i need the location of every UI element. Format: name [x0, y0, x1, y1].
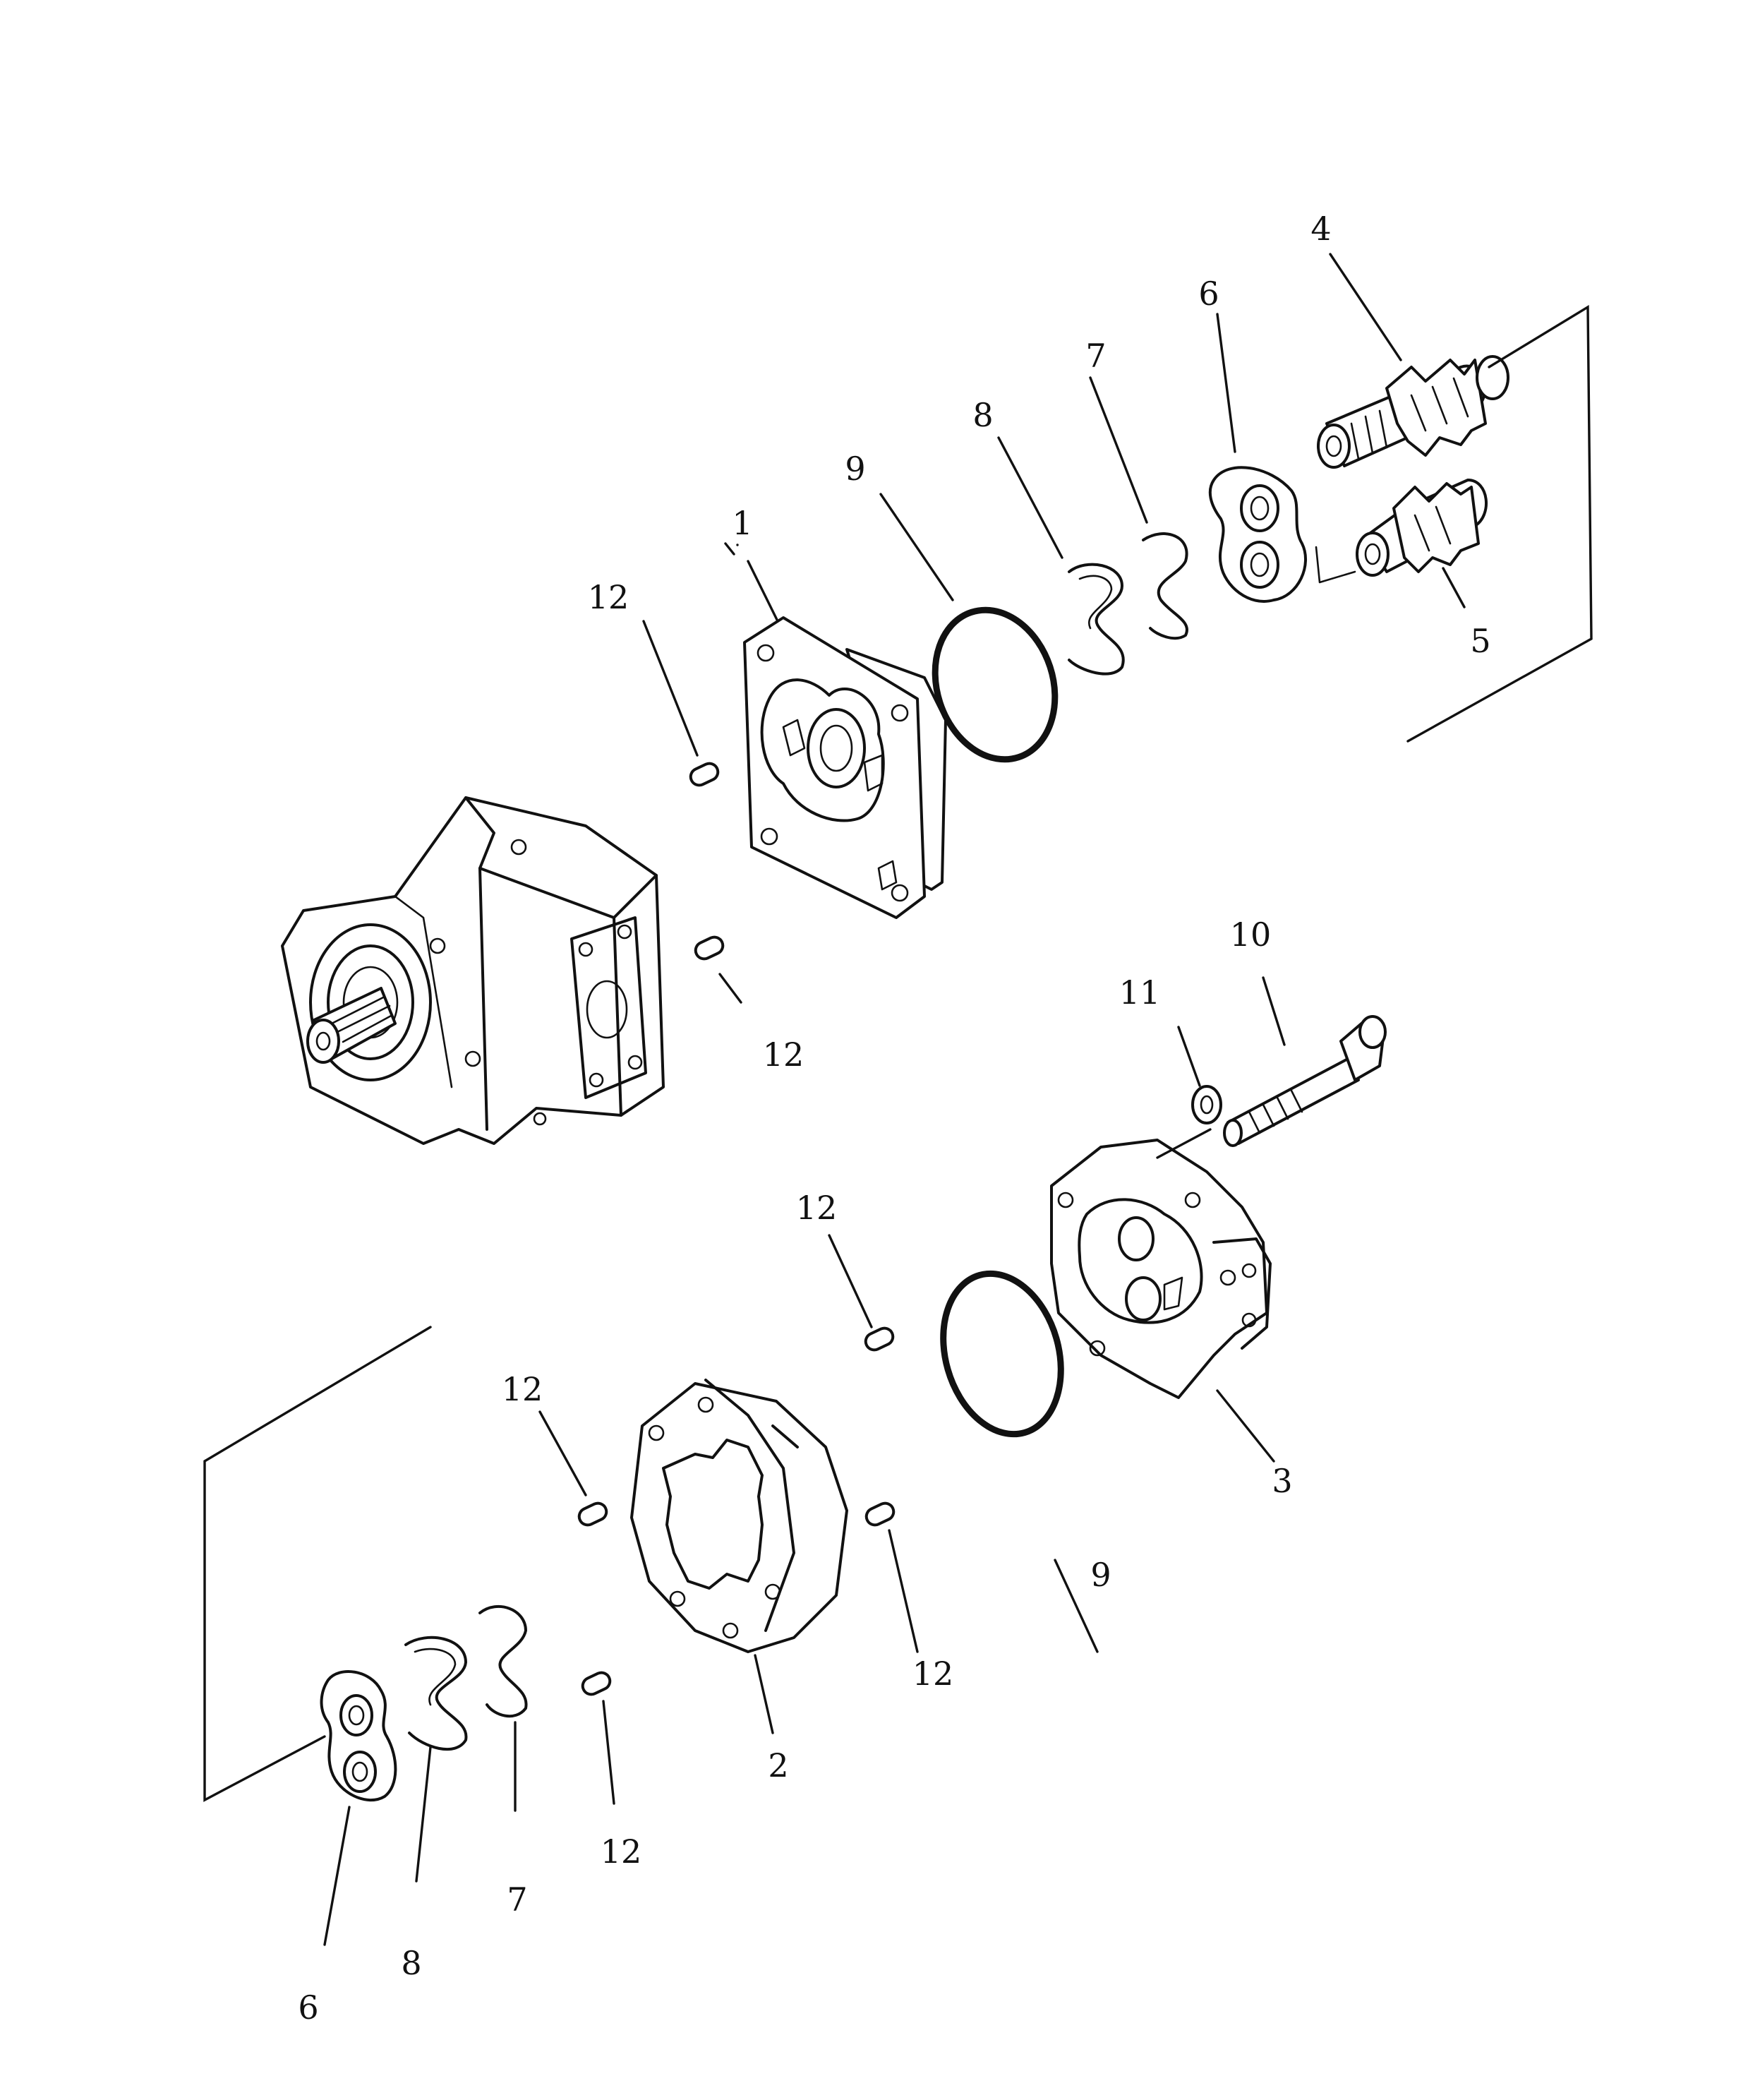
label-part-3: 3: [1272, 1462, 1292, 1500]
part-12-pin: [577, 1501, 608, 1527]
label-part-12: 12: [588, 578, 629, 616]
label-part-9: 9: [1090, 1556, 1111, 1594]
leader-lines: [323, 253, 1466, 1946]
part-12-pin: [694, 935, 725, 961]
part-12-pin: [689, 762, 720, 787]
label-part-6: 6: [1198, 275, 1219, 313]
label-part-11: 11: [1119, 973, 1161, 1012]
part-8-clip-lower: [404, 1636, 468, 1751]
label-part-7: 7: [507, 1880, 527, 1919]
part-9-o-ring-lower: [940, 1270, 1064, 1438]
assembly-bracket-upper: [1406, 304, 1593, 743]
callout-labels: 12 1 9 8 7 6 4 5 12 10 11 12 3 9 12 12 2…: [298, 210, 1490, 2027]
label-part-6: 6: [298, 1988, 318, 2027]
gear-bracket-line: [1315, 546, 1356, 584]
label-part-7: 7: [1085, 337, 1106, 375]
label-part-1: 1: [732, 504, 752, 542]
label-part-12: 12: [502, 1370, 543, 1408]
label-part-12: 12: [763, 1036, 804, 1074]
label-part-10: 10: [1230, 916, 1272, 954]
label-part-8: 8: [401, 1944, 421, 1982]
part-10-bolt: [1223, 1015, 1387, 1147]
label-part-9: 9: [845, 450, 865, 488]
part-9-o-ring-upper: [932, 606, 1059, 763]
part-12-pin: [864, 1501, 896, 1527]
label-part-12: 12: [601, 1832, 642, 1871]
part-12-pin: [864, 1326, 895, 1352]
label-part-5: 5: [1470, 622, 1490, 660]
part-11-washer: [1191, 1085, 1222, 1124]
part-5-driven-gear: [1356, 479, 1488, 577]
part-7-clip-lower: [478, 1605, 528, 1718]
part-7-clip-upper: [1142, 532, 1188, 640]
label-part-12: 12: [912, 1655, 954, 1693]
part-4-drive-gear: [1317, 355, 1509, 469]
part-3-rear-cover: [1050, 1139, 1272, 1399]
label-part-2: 2: [768, 1746, 788, 1784]
part-8-clip-upper: [1068, 563, 1125, 676]
part-12-pin: [581, 1671, 612, 1696]
part-1-plate: [743, 616, 947, 919]
part-2-gear-housing: [630, 1379, 848, 1653]
assembly-bracket-lower: [203, 1326, 432, 1802]
part-6-bushing-lower: [320, 1670, 397, 1801]
label-part-12: 12: [796, 1189, 838, 1227]
label-part-4: 4: [1310, 210, 1331, 248]
pump-assembly: [281, 796, 665, 1145]
label-part-8: 8: [972, 396, 993, 434]
part-6-bushing-upper: [1208, 466, 1307, 603]
